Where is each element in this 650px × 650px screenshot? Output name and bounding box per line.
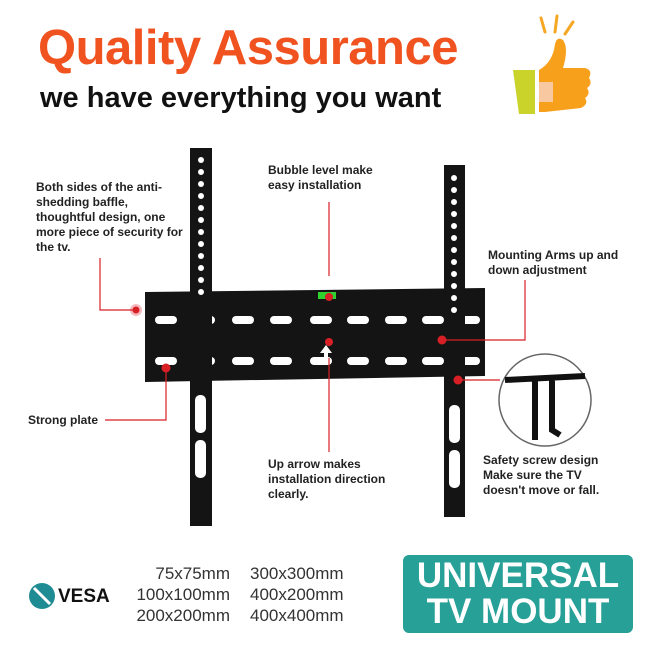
arm-hole: [451, 271, 457, 277]
arm-hole: [198, 241, 204, 247]
vesa-size: 300x300mm: [250, 564, 344, 583]
arm-hole: [451, 283, 457, 289]
plate-slot: [232, 357, 254, 365]
vesa-logo-icon: [29, 583, 55, 609]
arm-hole: [451, 295, 457, 301]
plate-slot: [422, 357, 444, 365]
plate-slot: [232, 316, 254, 324]
left-arm: [190, 148, 212, 526]
page-subtitle: we have everything you want: [40, 82, 442, 114]
arm-hole: [198, 277, 204, 283]
plate-slot: [385, 316, 407, 324]
tv-mount-illustration: [99, 148, 592, 526]
arm-hole: [451, 247, 457, 253]
plate-slot: [347, 316, 369, 324]
arm-hole: [451, 211, 457, 217]
vesa-size: 400x400mm: [250, 606, 344, 625]
arm-hole: [451, 175, 457, 181]
arm-hole: [198, 169, 204, 175]
arm-hole: [198, 181, 204, 187]
arm-hole: [451, 259, 457, 265]
universal-tv-mount-badge: UNIVERSAL TV MOUNT: [403, 555, 633, 633]
plate-slot: [347, 357, 369, 365]
arm-hole: [198, 217, 204, 223]
arm-hole: [451, 307, 457, 313]
vesa-size: 100x100mm: [136, 585, 230, 604]
annotation-up-arrow: Up arrow makes installation direction cl…: [268, 457, 386, 501]
up-arrow-icon: [320, 345, 332, 362]
arm-hole: [198, 253, 204, 259]
plate-slot: [270, 316, 292, 324]
plate-slot: [155, 316, 177, 324]
page-title: Quality Assurance: [38, 21, 458, 75]
arm-hole: [451, 199, 457, 205]
thumbs-up-icon: [513, 14, 591, 114]
vesa-size: 75x75mm: [155, 564, 230, 583]
arm-hole: [198, 289, 204, 295]
vesa-size: 200x200mm: [136, 606, 230, 625]
arm-hole: [451, 187, 457, 193]
annotation-bubble-level: Bubble level make easy installation: [268, 163, 373, 192]
arm-hole: [451, 223, 457, 229]
badge-line-2: TV MOUNT: [426, 592, 610, 631]
arm-slot: [195, 395, 206, 433]
plate-slot: [155, 357, 177, 365]
annotation-baffle: Both sides of the anti-shedding baffle, …: [36, 180, 183, 254]
arm-slot: [449, 450, 460, 488]
arm-hole: [198, 229, 204, 235]
annotation-mounting-arms: Mounting Arms up and down adjustment: [488, 248, 619, 277]
annotation-strong-plate: Strong plate: [28, 413, 99, 427]
plate-slot: [385, 357, 407, 365]
vesa-size: 400x200mm: [250, 585, 344, 604]
plate-slot: [310, 316, 332, 324]
arm-hole: [198, 205, 204, 211]
plate-slot: [270, 357, 292, 365]
badge-line-1: UNIVERSAL: [416, 556, 620, 595]
plate-slot: [422, 316, 444, 324]
arm-hole: [198, 157, 204, 163]
arm-slot: [449, 405, 460, 443]
vesa-label: VESA: [58, 586, 110, 607]
annotation-safety-screw: Safety screw design Make sure the TV doe…: [483, 453, 600, 497]
arm-hole: [198, 265, 204, 271]
arm-slot: [195, 440, 206, 478]
arm-hole: [451, 235, 457, 241]
safety-screw-inset: [498, 353, 592, 447]
arm-hole: [198, 193, 204, 199]
